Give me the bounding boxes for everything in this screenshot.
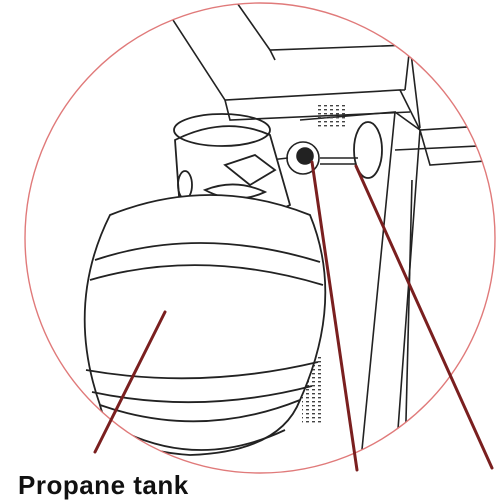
tank-caption: Propane tank xyxy=(18,470,189,500)
panel-hole xyxy=(353,121,383,179)
regulator-hose xyxy=(269,141,358,175)
leader-line-tank xyxy=(93,310,167,454)
leader-lines xyxy=(93,160,494,472)
zoom-circle xyxy=(24,2,496,474)
propane-tank xyxy=(83,194,327,456)
leader-line-hole xyxy=(354,164,494,470)
zoom-detail xyxy=(83,3,495,471)
leader-line-regulator xyxy=(310,160,359,472)
